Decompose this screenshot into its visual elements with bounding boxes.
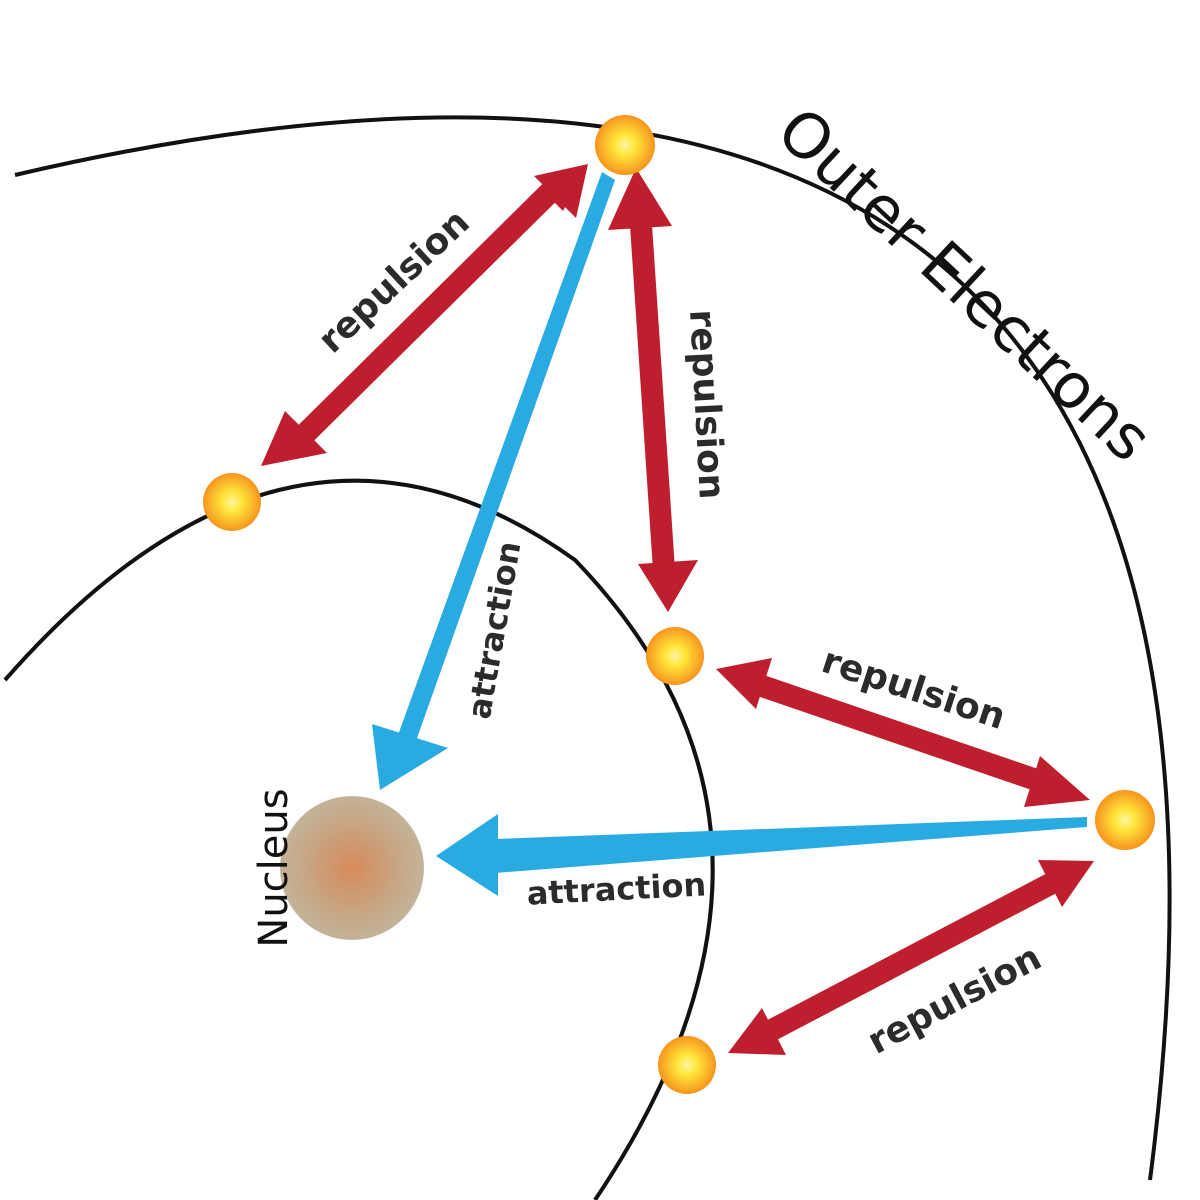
label-nucleus: Nucleus bbox=[251, 788, 297, 947]
label-attraction-horizontal: attraction bbox=[526, 865, 707, 912]
inner-orbit bbox=[3, 478, 715, 1200]
repulsion-arrow-vertical bbox=[608, 168, 698, 612]
attraction-arrow-horizontal bbox=[436, 814, 1087, 896]
label-repulsion-bottom-right: repulsion bbox=[861, 937, 1048, 1062]
outer-orbit bbox=[14, 115, 1172, 1181]
nucleus bbox=[280, 796, 424, 940]
repulsion-arrow-top-left bbox=[261, 164, 588, 466]
attraction-arrow-diagonal bbox=[372, 172, 615, 790]
title-outer-electrons: Outer Electrons bbox=[763, 93, 1166, 475]
electron-inner-middle bbox=[646, 627, 704, 685]
label-repulsion-vertical: repulsion bbox=[681, 308, 732, 500]
repulsion-arrow-bottom-right bbox=[728, 860, 1094, 1055]
electron-inner-left bbox=[203, 473, 261, 531]
repulsion-arrow-mid-right bbox=[716, 658, 1090, 807]
electron-outer-top bbox=[595, 115, 655, 175]
electron-outer-right bbox=[1095, 790, 1155, 850]
electron-inner-bottom bbox=[658, 1036, 716, 1094]
